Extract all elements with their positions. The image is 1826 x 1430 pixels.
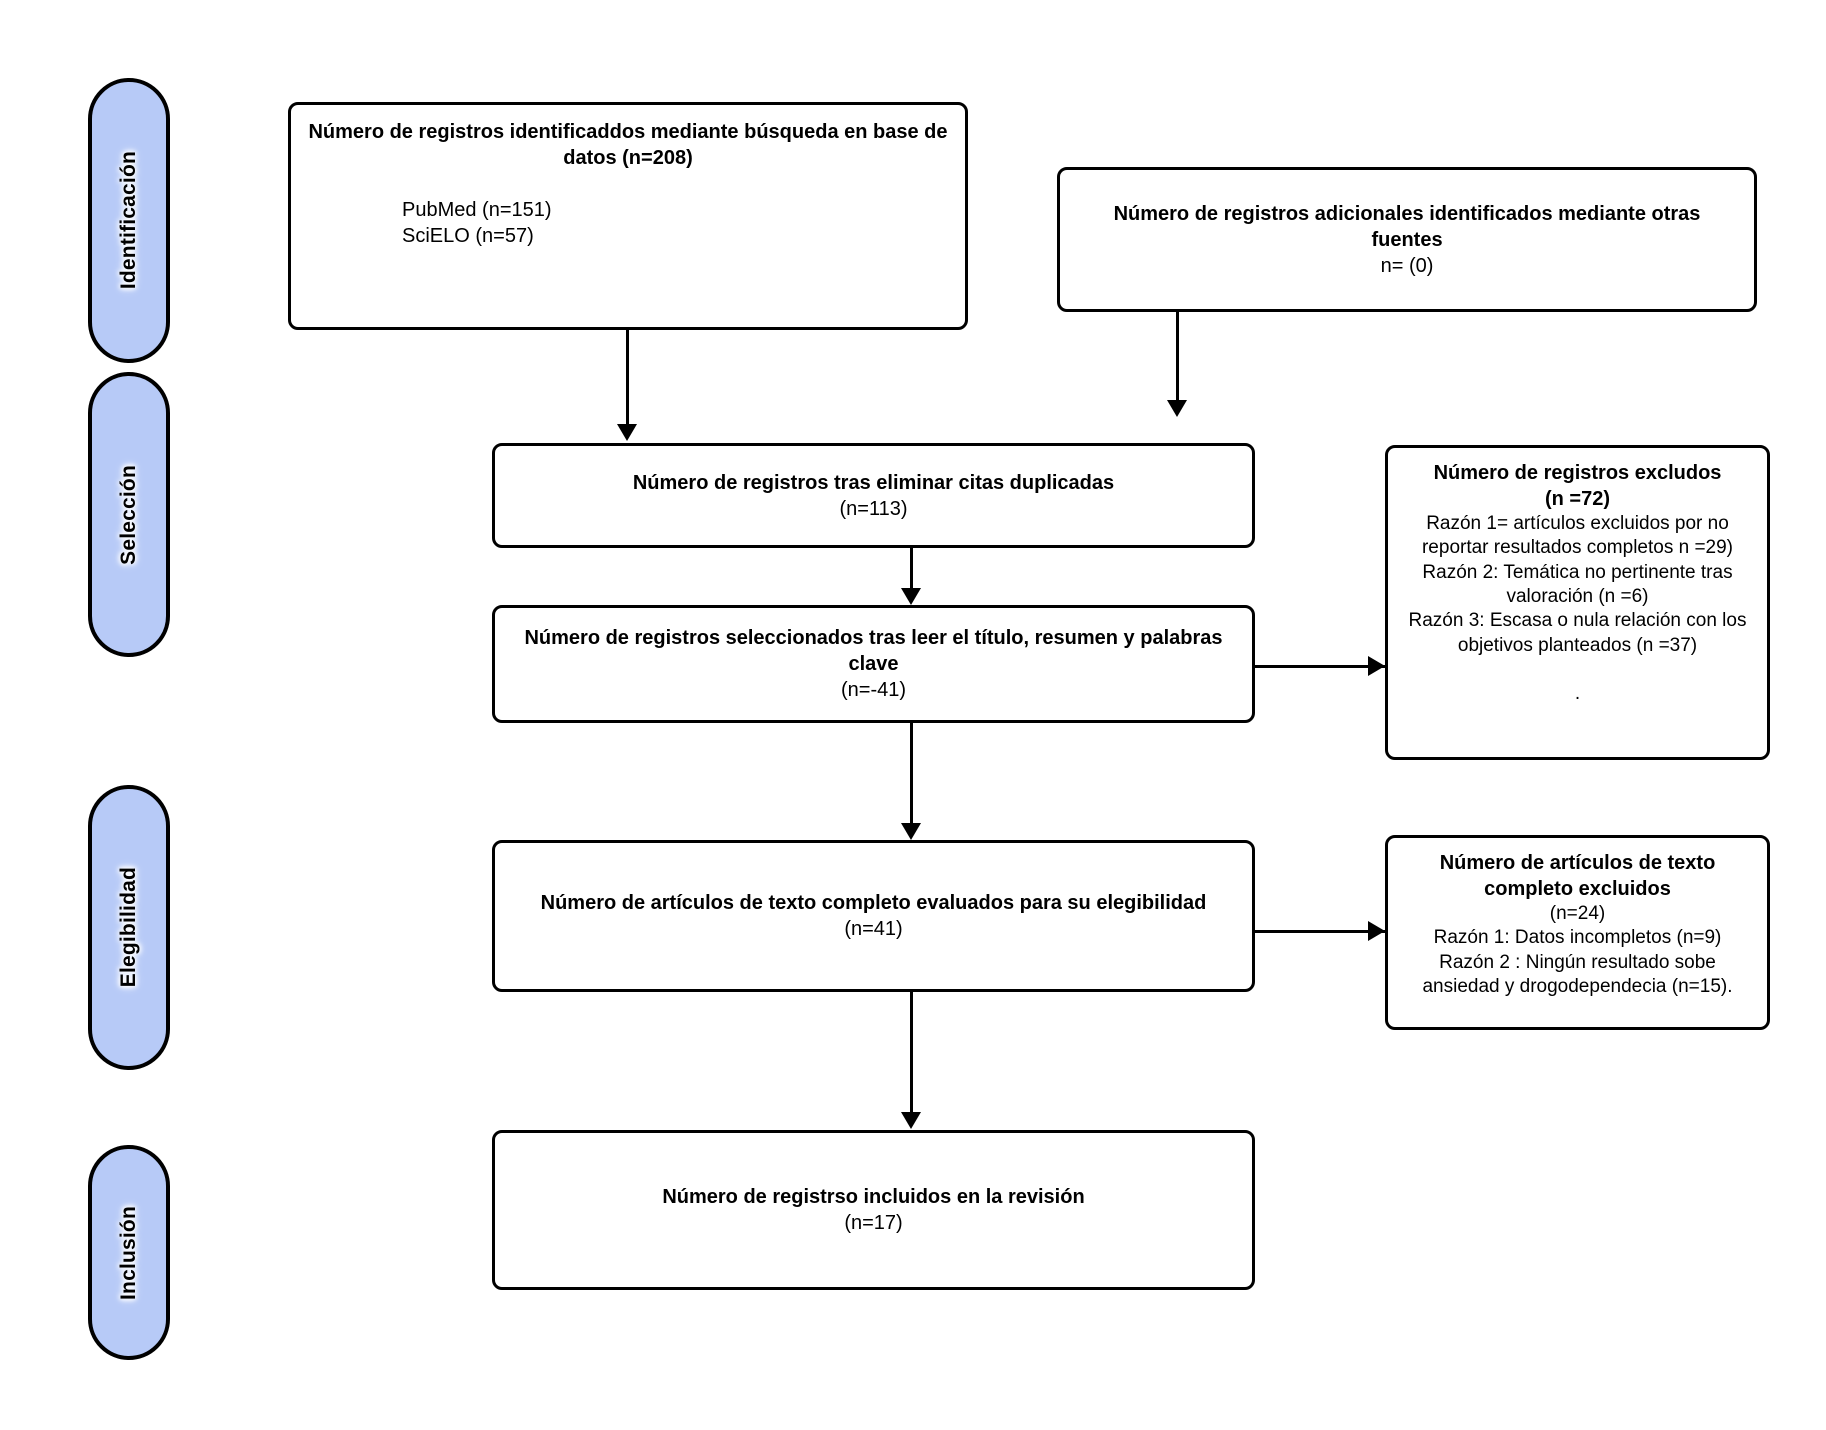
box-fulltext-assessed-count: (n=41) xyxy=(844,918,903,940)
box-records-excluded-title: Número de registros excludos xyxy=(1433,462,1722,484)
connector-fulltext-to-excluded xyxy=(1255,930,1385,933)
box-fulltext-excluded-reasons: Razón 1: Datos incompletos (n=9) Razón 2… xyxy=(1422,927,1733,997)
connector-identified-db-down xyxy=(626,330,629,430)
box-after-duplicates-count: (n=113) xyxy=(839,497,908,520)
box-after-duplicates-title: Número de registros tras eliminar citas … xyxy=(632,471,1115,494)
stage-label-inclusion: Inclusión xyxy=(117,1205,140,1300)
stage-label-seleccion: Selección xyxy=(117,464,140,565)
box-identified-database: Número de registros identificaddos media… xyxy=(288,102,968,330)
stage-label-elegibilidad: Elegibilidad xyxy=(117,867,140,988)
box-fulltext-excluded-count: (n=24) xyxy=(1549,903,1606,924)
stage-pill-identificacion: Identificación xyxy=(88,78,170,363)
box-records-excluded-count: (n =72) xyxy=(1544,488,1611,510)
stage-pill-seleccion: Selección xyxy=(88,372,170,657)
box-studies-included: Número de registrso incluidos en la revi… xyxy=(492,1130,1255,1290)
arrowhead-other-sources-down xyxy=(1167,400,1187,417)
box-fulltext-assessed: Número de artículos de texto completo ev… xyxy=(492,840,1255,992)
box-fulltext-excluded: Número de artículos de texto completo ex… xyxy=(1385,835,1770,1030)
arrowhead-fulltext-to-included xyxy=(901,1112,921,1129)
arrowhead-identified-db-down xyxy=(617,424,637,441)
box-records-excluded-reasons: Razón 1= artículos excluidos por no repo… xyxy=(1408,513,1747,705)
box-records-screened-title: Número de registros seleccionados tras l… xyxy=(524,627,1223,675)
box-studies-included-count: (n=17) xyxy=(844,1212,903,1234)
stage-pill-inclusion: Inclusión xyxy=(88,1145,170,1360)
box-records-screened: Número de registros seleccionados tras l… xyxy=(492,605,1255,723)
connector-screened-to-excluded xyxy=(1255,665,1385,668)
box-identified-database-title: Número de registros identificaddos media… xyxy=(308,121,948,169)
box-identified-other-sources-title: Número de registros adicionales identifi… xyxy=(1113,202,1701,251)
connector-fulltext-to-included xyxy=(910,992,913,1117)
connector-screened-to-fulltext xyxy=(910,723,913,828)
box-identified-database-sources: PubMed (n=151) SciELO (n=57) xyxy=(402,199,552,247)
box-fulltext-excluded-title: Número de artículos de texto completo ex… xyxy=(1439,852,1716,900)
box-studies-included-title: Número de registrso incluidos en la revi… xyxy=(662,1186,1085,1208)
box-after-duplicates: Número de registros tras eliminar citas … xyxy=(492,443,1255,548)
box-identified-other-sources: Número de registros adicionales identifi… xyxy=(1057,167,1757,312)
box-records-excluded: Número de registros excludos (n =72) Raz… xyxy=(1385,445,1770,760)
connector-other-sources-down xyxy=(1176,312,1179,407)
box-fulltext-assessed-title: Número de artículos de texto completo ev… xyxy=(540,892,1207,914)
arrowhead-screened-to-excluded xyxy=(1368,656,1385,676)
stage-pill-elegibilidad: Elegibilidad xyxy=(88,785,170,1070)
arrowhead-fulltext-to-excluded xyxy=(1368,921,1385,941)
connector-duplicates-to-screened xyxy=(910,548,913,593)
arrowhead-duplicates-to-screened xyxy=(901,588,921,605)
stage-label-identificacion: Identificación xyxy=(117,151,140,290)
box-records-screened-count: (n=-41) xyxy=(840,679,907,701)
arrowhead-screened-to-fulltext xyxy=(901,823,921,840)
box-identified-other-sources-count: n= (0) xyxy=(1380,254,1434,277)
